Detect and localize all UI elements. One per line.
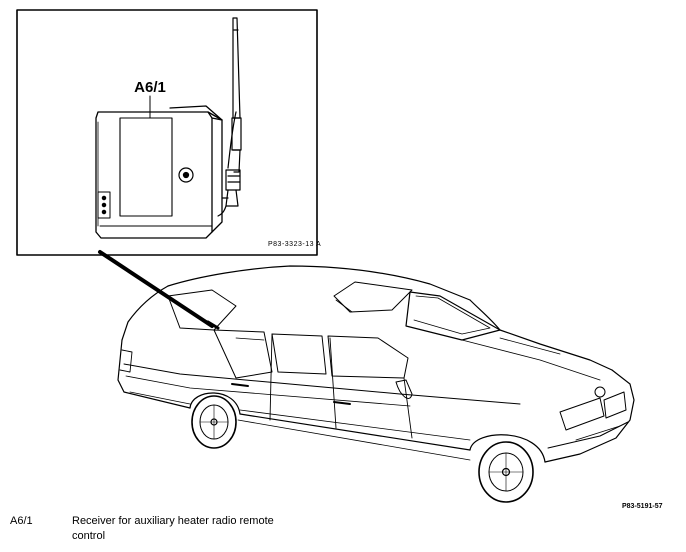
receiver-unit xyxy=(95,105,223,239)
detail-code: P83-3323-13 A xyxy=(268,241,321,248)
star-emblem-icon xyxy=(594,386,606,398)
mounting-knob-icon xyxy=(178,167,194,183)
legend-row: A6/1 Receiver for auxiliary heater radio… xyxy=(10,514,410,544)
legend-description: Receiver for auxiliary heater radio remo… xyxy=(72,515,274,542)
antenna xyxy=(217,17,242,217)
figure-code: P83-5191-57 xyxy=(622,503,663,510)
rear-wheel xyxy=(189,392,241,449)
car-illustration xyxy=(117,265,635,503)
legend: A6/1 Receiver for auxiliary heater radio… xyxy=(10,514,410,544)
front-wheel xyxy=(469,434,546,503)
pointer-line xyxy=(98,250,214,328)
detail-inset xyxy=(16,9,318,256)
callout-label: A6/1 xyxy=(134,79,166,96)
legend-key: A6/1 xyxy=(10,515,33,527)
